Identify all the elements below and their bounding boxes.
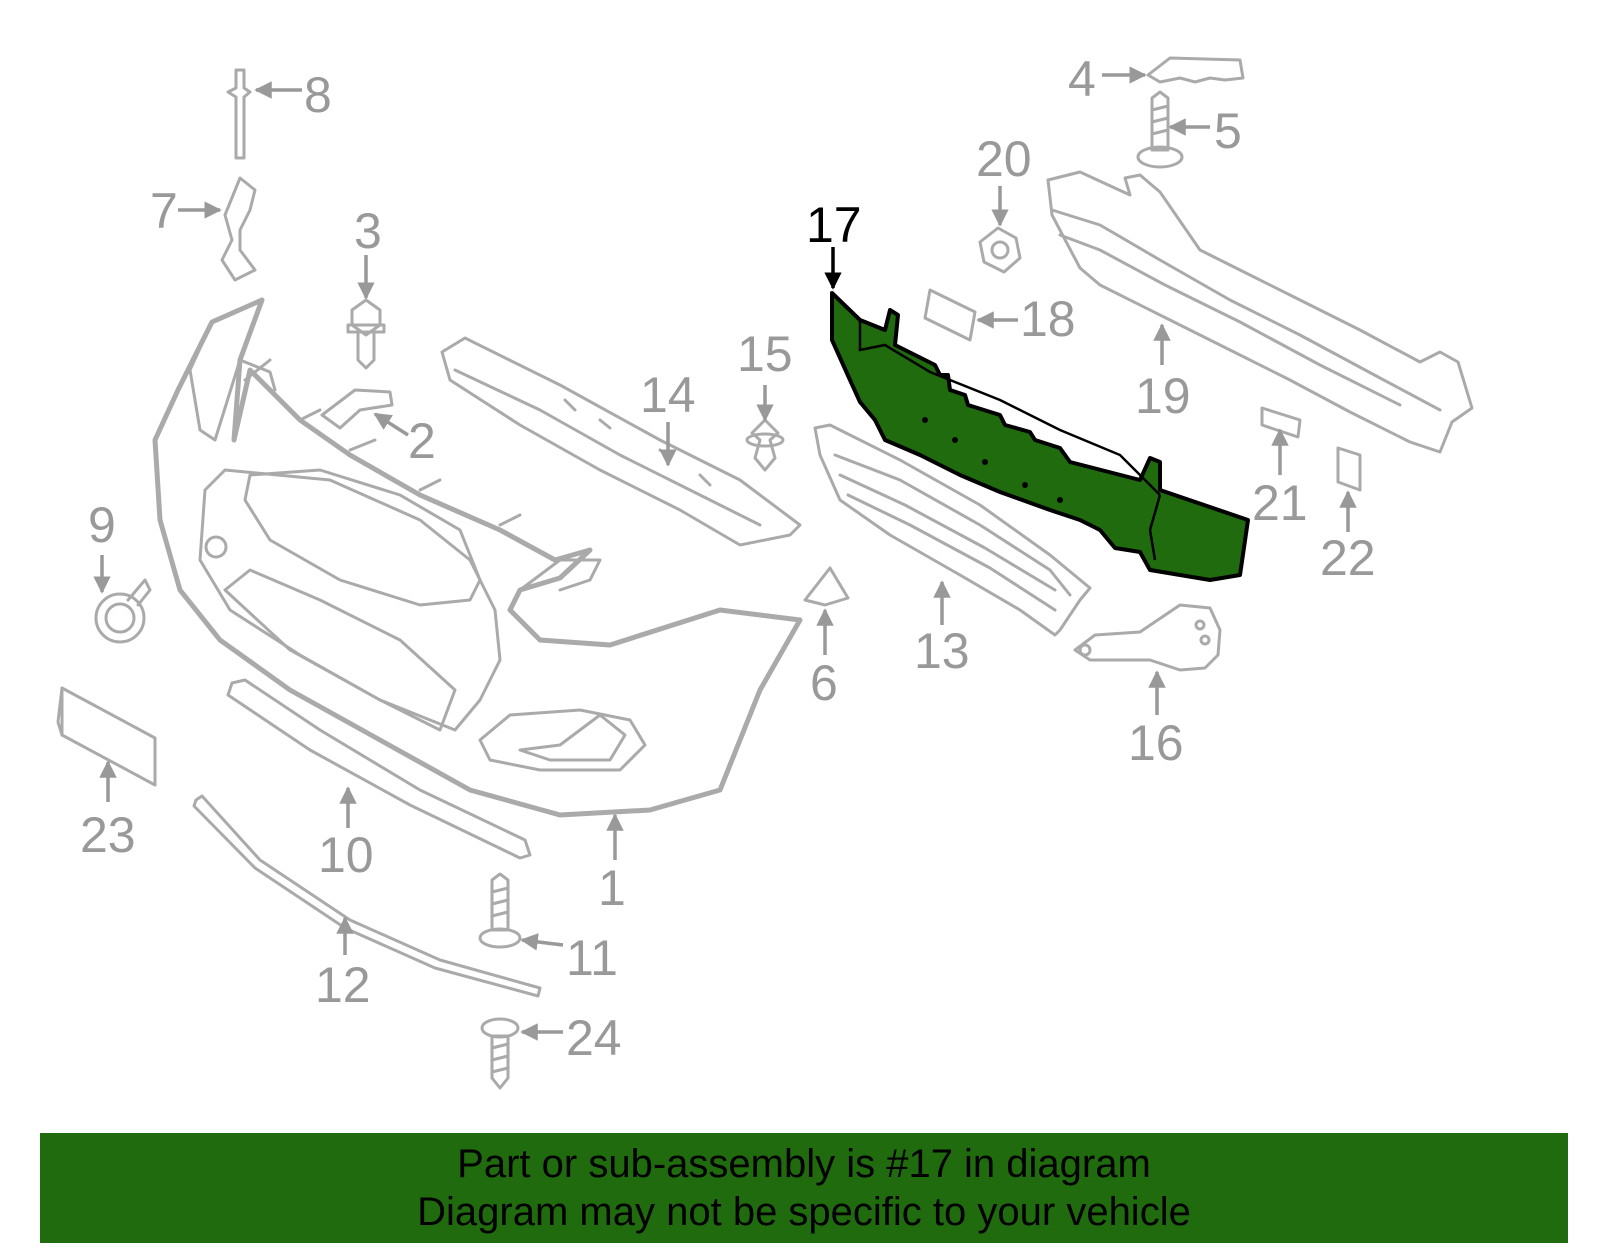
part-4-bracket[interactable]: [1146, 56, 1245, 84]
part-11-screw[interactable]: [478, 872, 522, 949]
part-15-clip[interactable]: [745, 418, 785, 472]
callout-10: 10: [318, 827, 374, 883]
callout-24: 24: [566, 1010, 622, 1066]
part-24-screw[interactable]: [480, 1017, 520, 1090]
part-12-trim[interactable]: [192, 794, 542, 998]
callout-8: 8: [304, 67, 332, 123]
callout-7: 7: [150, 183, 178, 239]
part-10-strip[interactable]: [226, 678, 532, 860]
part-16-bracket[interactable]: [1073, 603, 1222, 672]
part-19-beam[interactable]: [1046, 170, 1474, 454]
callout-22: 22: [1320, 530, 1376, 586]
banner-line-1: Part or sub-assembly is #17 in diagram: [457, 1142, 1151, 1186]
part-13-lower-grille[interactable]: [813, 423, 1092, 637]
part-22-label[interactable]: [1336, 446, 1362, 492]
callout-13: 13: [914, 623, 970, 679]
callout-6: 6: [810, 655, 838, 711]
info-banner: Part or sub-assembly is #17 in diagram D…: [40, 1133, 1568, 1243]
callout-2: 2: [408, 413, 436, 469]
part-2-bracket[interactable]: [320, 388, 394, 430]
bumper-parts-diagram: 1 2 3 4 5 6 7 8 9 10 11 12 13 14 15 16 1…: [56, 51, 1474, 1090]
callout-5: 5: [1214, 103, 1242, 159]
callout-1: 1: [598, 860, 626, 916]
callout-17: 17: [806, 197, 862, 253]
callout-3: 3: [354, 203, 382, 259]
part-23-plate[interactable]: [56, 686, 157, 787]
leader-11: [520, 933, 564, 951]
part-18-label[interactable]: [923, 288, 977, 342]
part-21-label[interactable]: [1260, 406, 1302, 439]
callout-16: 16: [1128, 715, 1184, 771]
banner-line-2: Diagram may not be specific to your vehi…: [417, 1190, 1191, 1234]
callout-19: 19: [1135, 368, 1191, 424]
callout-4: 4: [1068, 51, 1096, 107]
part-6-clip[interactable]: [803, 566, 850, 607]
callout-9: 9: [88, 497, 116, 553]
part-9-cap[interactable]: [94, 578, 152, 644]
callout-12: 12: [315, 957, 371, 1013]
part-14-upper-bracket[interactable]: [440, 336, 802, 547]
part-3-bolt[interactable]: [346, 298, 386, 370]
callout-11: 11: [566, 930, 618, 986]
part-8-pin[interactable]: [226, 68, 252, 160]
part-5-screw[interactable]: [1136, 90, 1184, 169]
leader-2: [373, 412, 409, 437]
part-17-energy-absorber[interactable]: [830, 291, 1250, 582]
callout-labels: 1 2 3 4 5 6 7 8 9 10 11 12 13 14 15 16 1…: [80, 51, 1376, 1066]
callout-20: 20: [976, 131, 1032, 187]
callout-18: 18: [1020, 291, 1076, 347]
part-7-bracket[interactable]: [220, 176, 257, 282]
callout-21: 21: [1252, 475, 1308, 531]
callout-23: 23: [80, 807, 136, 863]
part-1-bumper-cover[interactable]: [152, 297, 803, 818]
leader-lines: [93, 66, 1357, 1041]
part-20-nut[interactable]: [978, 226, 1022, 274]
callout-15: 15: [737, 326, 793, 382]
callout-14: 14: [640, 367, 696, 423]
